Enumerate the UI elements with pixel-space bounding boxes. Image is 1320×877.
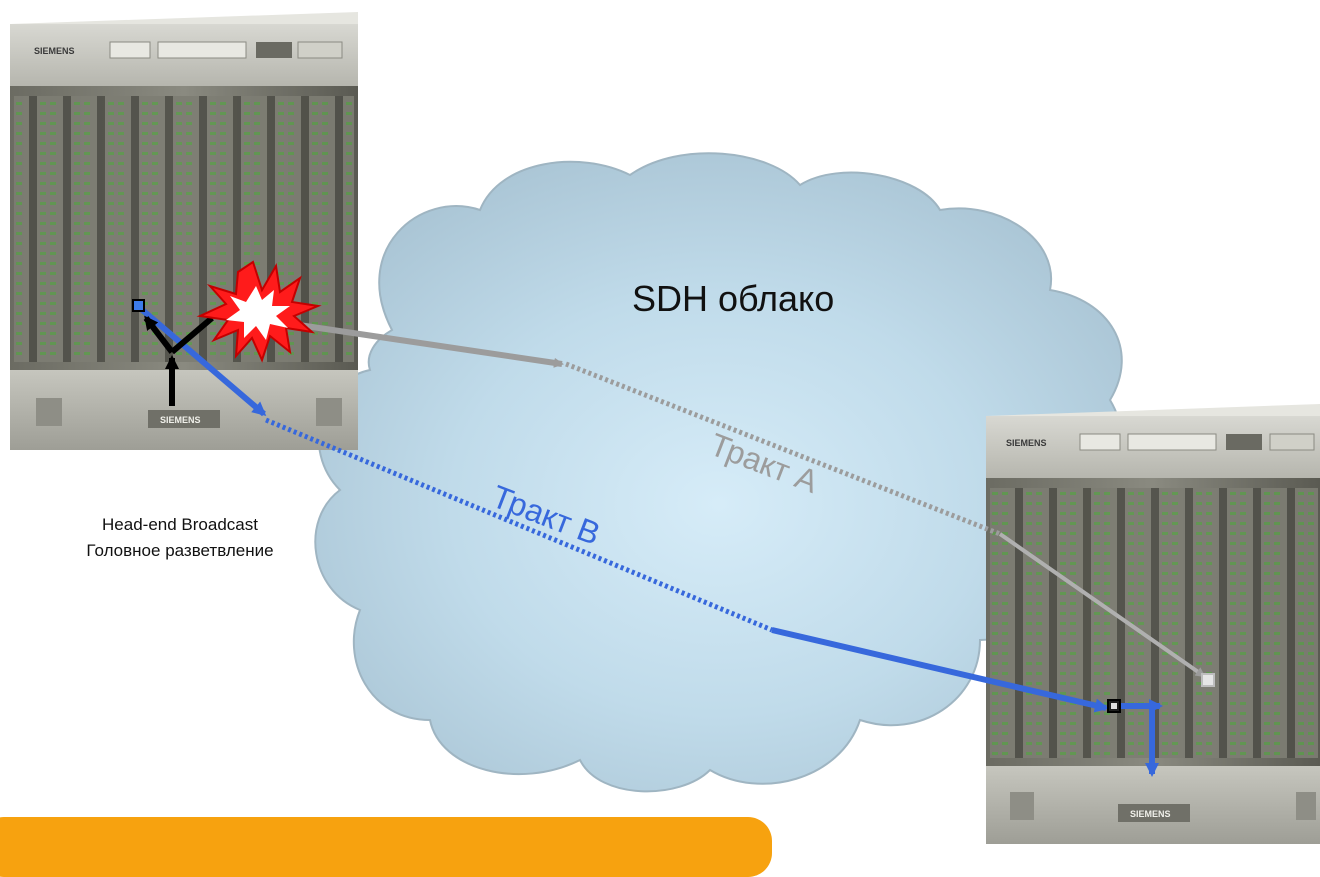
- path-b-dotted-segment: [265, 417, 773, 633]
- head-end-port: [132, 299, 145, 312]
- device-right-base-label: SIEMENS: [1130, 809, 1171, 819]
- path-a-endpoint-port: [1201, 673, 1215, 687]
- broadcast-branch-right: [170, 315, 214, 355]
- failure-burst-core: [226, 286, 290, 340]
- path-a-solid-segment: [291, 321, 564, 368]
- device-right-status-panel: [1269, 433, 1315, 451]
- device-right-status-leds: [1226, 434, 1262, 450]
- footer-bar: [0, 817, 772, 877]
- broadcast-branch-left: [143, 315, 175, 354]
- device-right: SIEMENS SIEMENS: [986, 404, 1320, 844]
- path-b-start-segment: [138, 305, 267, 417]
- device-right-brand: SIEMENS: [1006, 438, 1047, 448]
- device-right-top-bevel: [986, 404, 1320, 416]
- cloud-label: SDH облако: [632, 278, 835, 319]
- head-end-caption: Head-end Broadcast Головное разветвление: [30, 512, 330, 564]
- diagram-canvas: SIEMENS SIEMENS SIEMENS SIEMENS: [10, 12, 1320, 844]
- device-left-base-handle-left: [36, 398, 62, 426]
- device-left: SIEMENS SIEMENS: [10, 12, 358, 450]
- device-left-card-slots: [14, 96, 354, 362]
- device-left-top-bevel: [10, 12, 358, 24]
- head-end-caption-line-1: Head-end Broadcast: [102, 515, 258, 534]
- device-left-brand: SIEMENS: [34, 46, 75, 56]
- head-end-caption-line-2: Головное разветвление: [86, 541, 274, 560]
- device-left-display-1: [109, 41, 151, 59]
- device-left-status-panel: [297, 41, 343, 59]
- path-b-endpoint-port-inner: [1111, 703, 1117, 709]
- device-left-base-label-plate: [148, 410, 220, 428]
- device-right-base-handle-right: [1296, 792, 1316, 820]
- device-left-base-handle-right: [316, 398, 342, 426]
- device-left-display-2: [157, 41, 247, 59]
- device-left-base-label: SIEMENS: [160, 415, 201, 425]
- device-right-display-2: [1127, 433, 1217, 451]
- path-b-end-segment: [771, 627, 1109, 713]
- device-right-display-1: [1079, 433, 1121, 451]
- device-left-status-leds: [256, 42, 292, 58]
- path-a-end-segment: [998, 532, 1206, 678]
- device-right-base-handle-left: [1010, 792, 1034, 820]
- device-right-base-label-plate: [1118, 804, 1190, 822]
